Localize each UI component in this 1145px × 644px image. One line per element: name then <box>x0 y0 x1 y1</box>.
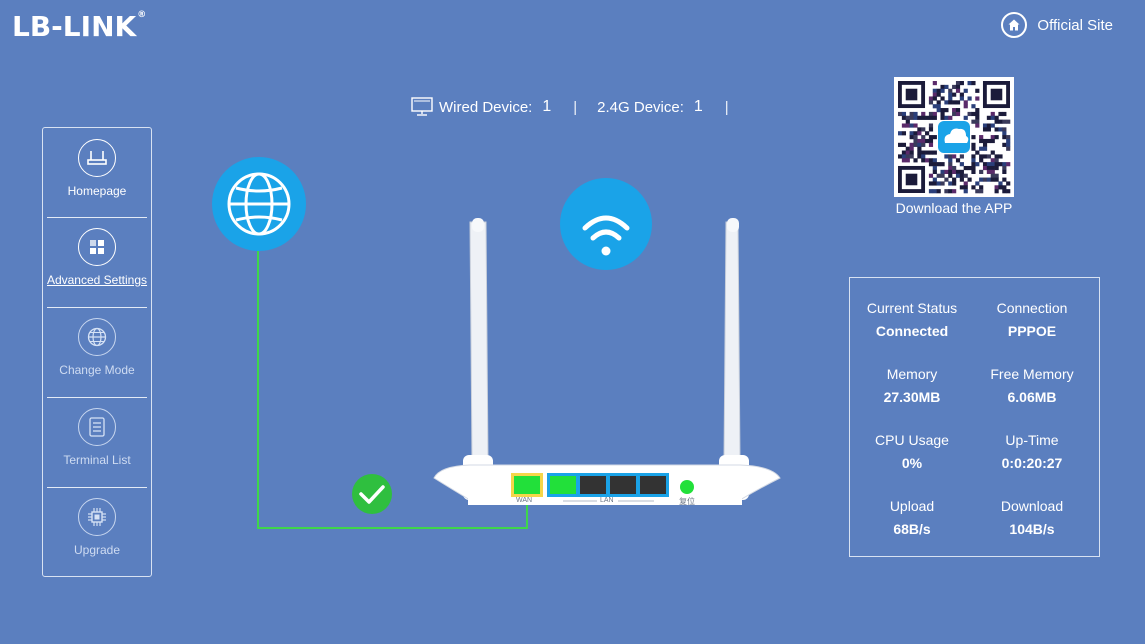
wan-cable <box>257 250 528 529</box>
sidebar-item-terminal-list[interactable]: Terminal List <box>43 408 151 467</box>
official-site-label: Official Site <box>1037 16 1113 34</box>
divider <box>47 487 147 488</box>
connection-type: Connection PPPOE <box>970 300 1094 339</box>
logo-registered-mark: ® <box>137 10 147 20</box>
sidebar-item-advanced-settings[interactable]: Advanced Settings <box>43 228 151 287</box>
connected-check-icon <box>352 474 392 514</box>
wan-port-label: WAN <box>516 497 533 504</box>
wired-device-label: Wired Device: <box>439 98 533 116</box>
download-value: 104B/s <box>1009 521 1055 537</box>
status-panel: Current Status Connected Connection PPPO… <box>849 277 1100 557</box>
upload-rate: Upload 68B/s <box>850 498 974 537</box>
sidebar-item-homepage[interactable]: Homepage <box>43 139 151 198</box>
brand-logo: LB-LINK® <box>12 10 146 43</box>
divider <box>47 397 147 398</box>
sidebar-item-label: Advanced Settings <box>46 273 148 287</box>
current-status: Current Status Connected <box>850 300 974 339</box>
current-status-label: Current Status <box>866 300 958 316</box>
wired-device-count: 1 <box>542 98 552 115</box>
divider <box>47 217 147 218</box>
sidebar-item-change-mode[interactable]: Change Mode <box>43 318 151 377</box>
separator: | <box>573 98 578 116</box>
memory-label: Memory <box>886 366 938 382</box>
globe-icon <box>78 318 116 356</box>
sidebar-nav: Homepage Advanced Settings Change Mode T… <box>42 127 152 577</box>
uptime: Up-Time 0:0:20:27 <box>970 432 1094 471</box>
logo-text: LB-LINK <box>12 10 137 43</box>
qr-code-image <box>898 81 1011 194</box>
router-icon <box>78 139 116 177</box>
free-memory-value: 6.06MB <box>1007 389 1057 405</box>
memory: Memory 27.30MB <box>850 366 974 405</box>
sidebar-item-label: Terminal List <box>63 453 131 467</box>
sidebar-item-label: Change Mode <box>59 363 135 377</box>
wifi-icon <box>560 178 652 270</box>
sidebar-item-upgrade[interactable]: Upgrade <box>43 498 151 557</box>
cpu-usage-label: CPU Usage <box>875 432 949 448</box>
separator: | <box>724 98 729 116</box>
memory-value: 27.30MB <box>883 389 941 405</box>
upload-label: Upload <box>889 498 935 514</box>
wifi-device-label: 2.4G Device: <box>597 98 684 116</box>
cpu-usage: CPU Usage 0% <box>850 432 974 471</box>
sidebar-item-label: Homepage <box>67 184 127 198</box>
current-status-value: Connected <box>875 323 949 339</box>
internet-globe-icon <box>212 157 306 251</box>
connection-label: Connection <box>996 300 1068 316</box>
upload-value: 68B/s <box>893 521 931 537</box>
free-memory: Free Memory 6.06MB <box>970 366 1094 405</box>
uptime-label: Up-Time <box>1005 432 1059 448</box>
router-illustration <box>433 218 781 505</box>
download-app-caption[interactable]: Download the APP <box>895 200 1013 216</box>
advanced-settings-icon <box>78 228 116 266</box>
home-icon <box>1001 12 1028 38</box>
sidebar-item-label: Upgrade <box>73 543 121 557</box>
device-count-bar: Wired Device: 1 | 2.4G Device: 1 | <box>411 97 743 117</box>
wifi-device-count: 1 <box>693 98 703 115</box>
divider <box>47 307 147 308</box>
cpu-usage-value: 0% <box>901 455 923 471</box>
official-site-link[interactable]: Official Site <box>1001 12 1113 38</box>
app-qr-code <box>894 77 1014 197</box>
monitor-icon <box>411 97 433 117</box>
connection-value: PPPOE <box>1007 323 1057 339</box>
list-icon <box>78 408 116 446</box>
free-memory-label: Free Memory <box>990 366 1074 382</box>
download-rate: Download 104B/s <box>970 498 1094 537</box>
download-label: Download <box>1000 498 1064 514</box>
lan-port-label: LAN <box>600 497 614 504</box>
chip-icon <box>78 498 116 536</box>
reset-label: 复位 <box>679 497 695 506</box>
uptime-value: 0:0:20:27 <box>1001 455 1063 471</box>
